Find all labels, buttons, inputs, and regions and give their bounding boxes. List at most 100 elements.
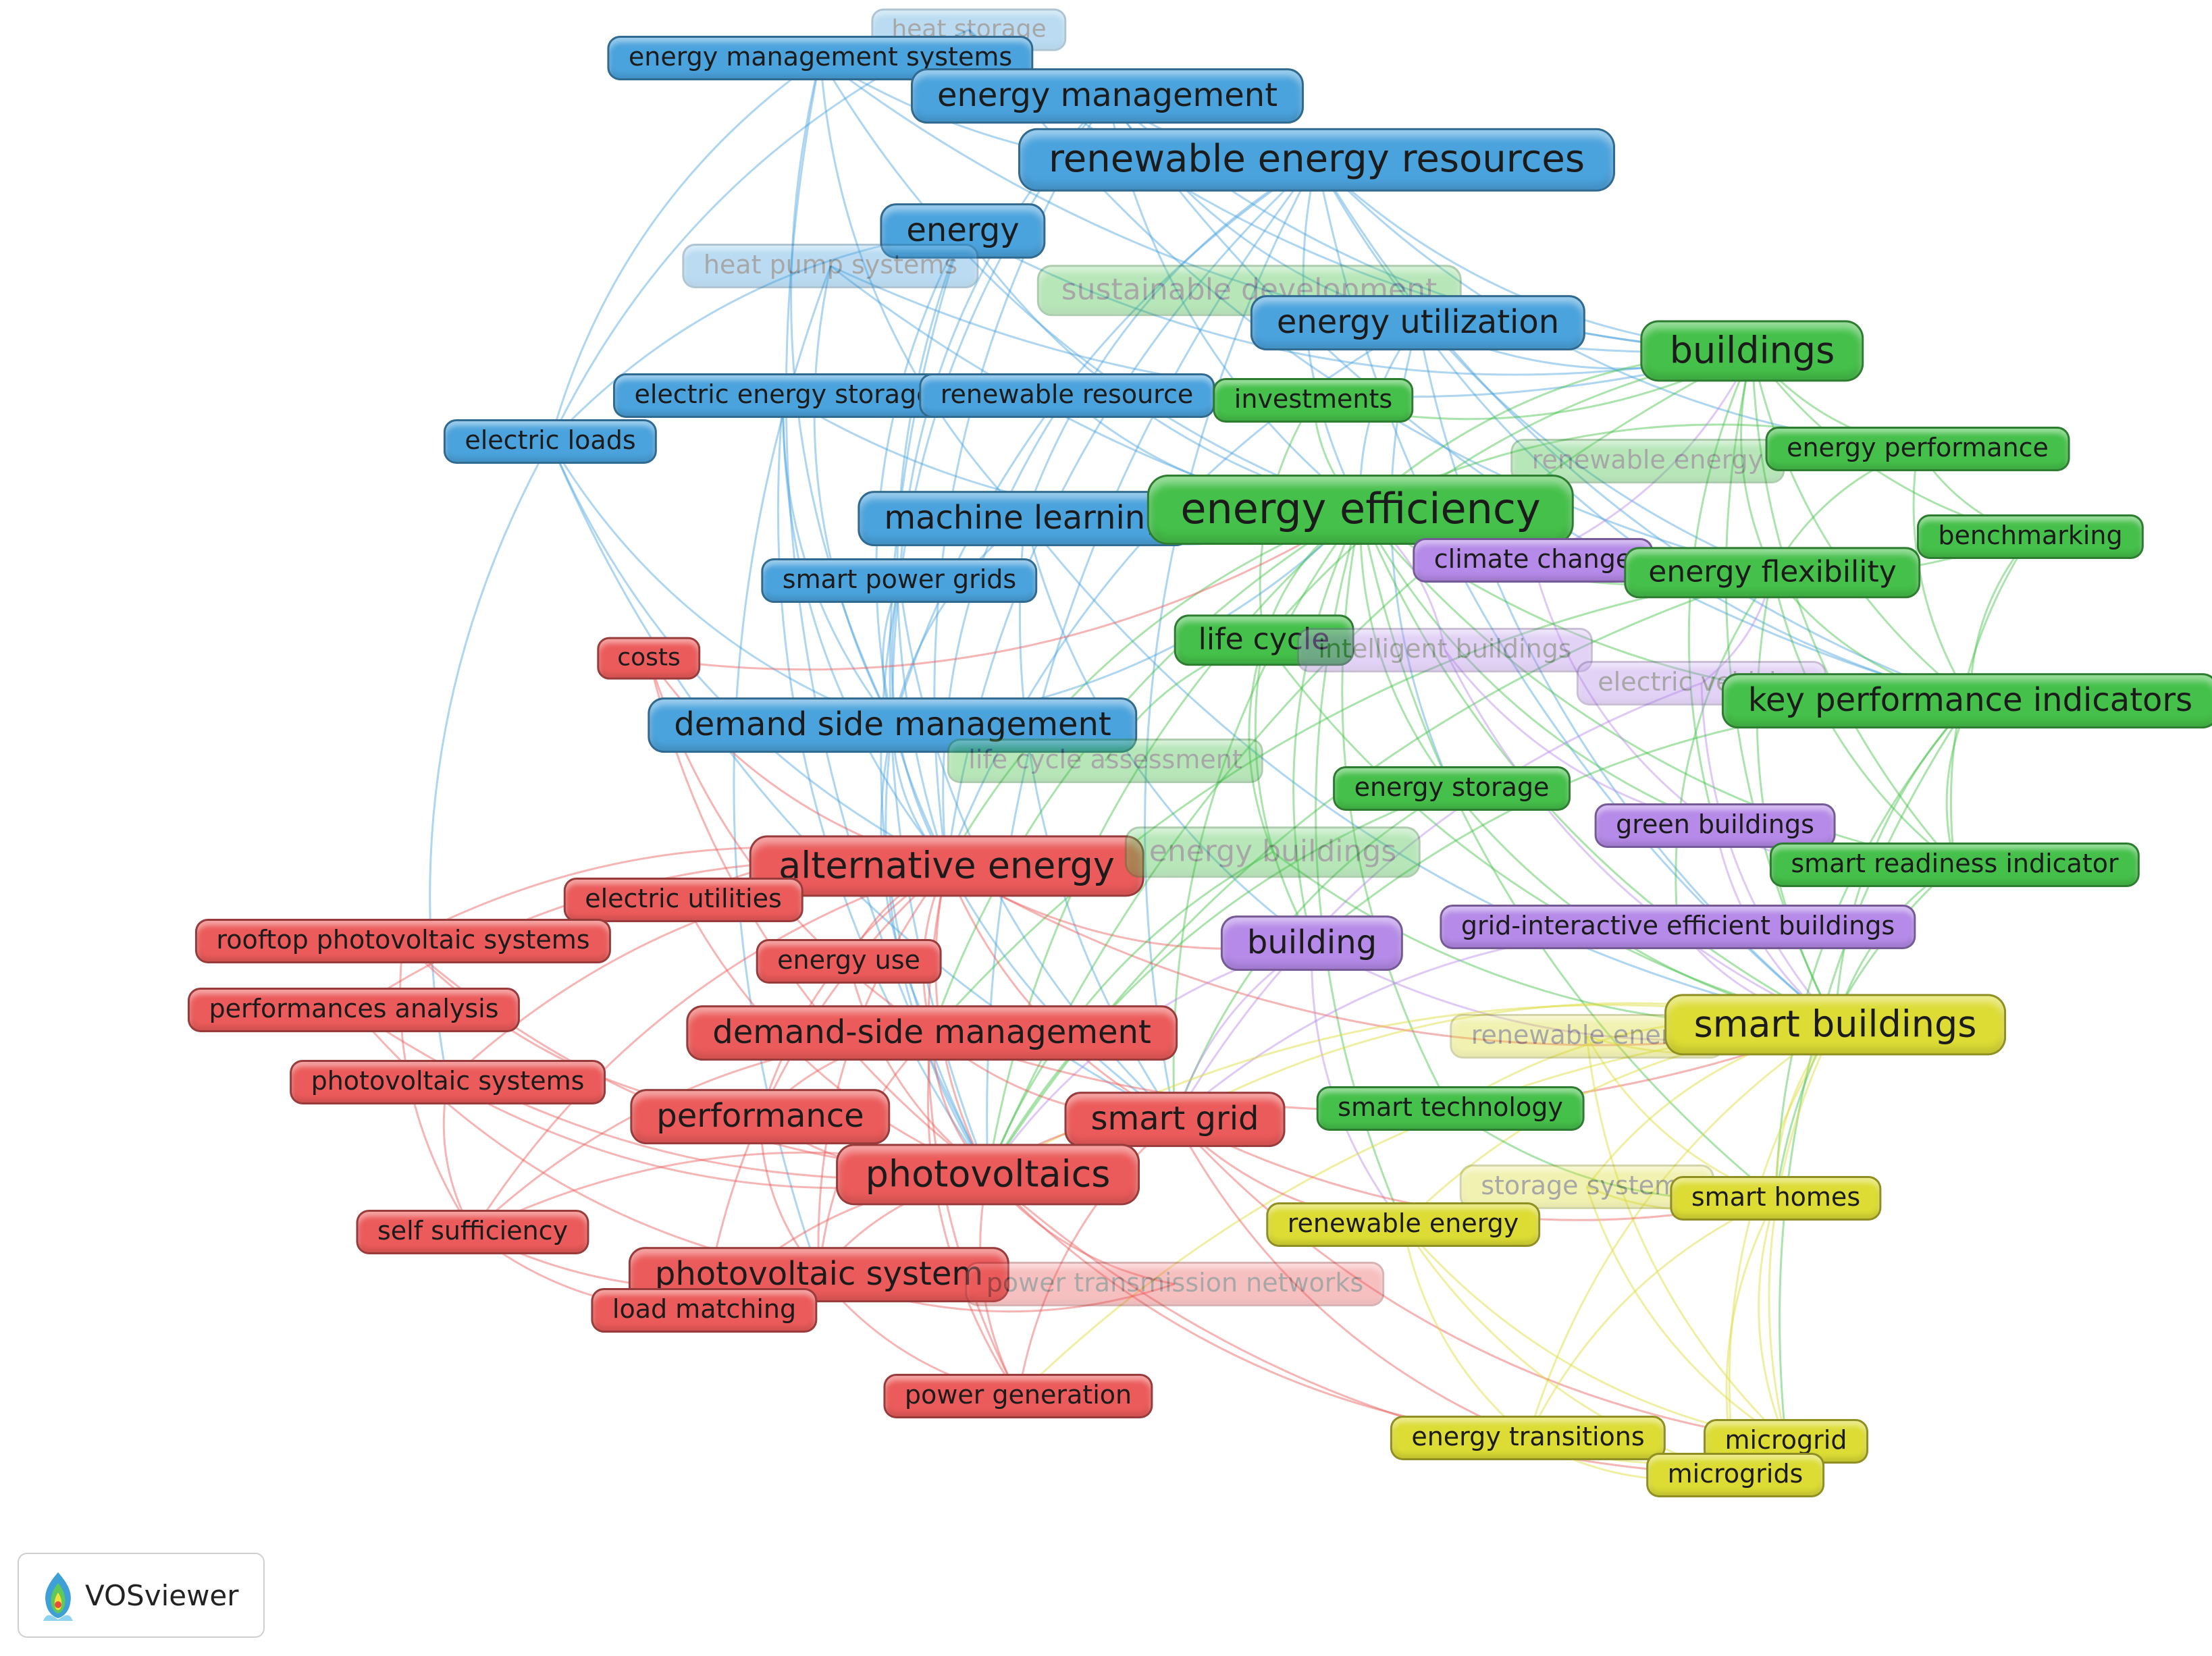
node-benchmarking[interactable]: benchmarking [1916, 514, 2144, 560]
node-energy-buildings[interactable]: energy buildings [1124, 826, 1421, 878]
node-energy-utilization[interactable]: energy utilization [1250, 295, 1586, 350]
link-renewable_resource-alternative_energy [942, 395, 1068, 867]
link-buildings-key_performance_indicators [1751, 350, 1971, 702]
link-heat_pump_systems-demand_side_management [813, 265, 894, 726]
node-demand-side-management[interactable]: demand side management [648, 697, 1138, 753]
link-demand_side_management-smart_grid [891, 724, 1176, 1121]
node-performance[interactable]: performance [630, 1089, 891, 1144]
node-smart-readiness-indicator[interactable]: smart readiness indicator [1769, 842, 2140, 888]
node-building[interactable]: building [1220, 915, 1404, 971]
link-demand_side_management_r-power_generation [926, 1032, 1020, 1397]
link-storage_systems-microgrid [1585, 1186, 1787, 1443]
link-energy-buildings [962, 230, 1753, 376]
link-energy_management_systems-buildings [820, 57, 1753, 354]
node-photovoltaics[interactable]: photovoltaics [836, 1144, 1140, 1206]
node-energy-management[interactable]: energy management [910, 68, 1305, 124]
link-smart_grid-energy_transitions [1174, 1119, 1529, 1439]
node-smart-technology[interactable]: smart technology [1316, 1086, 1585, 1131]
node-renewable-energy-resources[interactable]: renewable energy resources [1018, 128, 1615, 192]
link-renewable_energy_y2-energy_transitions [1402, 1224, 1529, 1439]
link-renewable_energy_resources-smart_grid [1144, 159, 1318, 1120]
link-electric_vehicles-smart_buildings [1700, 683, 1837, 1025]
node-electric-energy-storage[interactable]: electric energy storage [612, 373, 954, 419]
link-energy_flexibility-smart_readiness_indicator [1771, 572, 1955, 866]
node-energy-flexibility[interactable]: energy flexibility [1624, 547, 1921, 598]
vosviewer-brand-name: VOSviewer [85, 1578, 239, 1612]
node-power-generation[interactable]: power generation [883, 1373, 1153, 1419]
node-energy[interactable]: energy [880, 203, 1046, 259]
node-electric-loads[interactable]: electric loads [443, 419, 658, 464]
link-climate_change-green_buildings [1531, 560, 1716, 827]
node-life-cycle[interactable]: life cycle [1174, 614, 1354, 666]
node-life-cycle-assessment[interactable]: life cycle assessment [947, 738, 1264, 784]
node-investments[interactable]: investments [1213, 377, 1414, 423]
node-demand-side-management-r[interactable]: demand-side management [686, 1005, 1178, 1061]
node-smart-grid[interactable]: smart grid [1064, 1092, 1286, 1147]
link-smart_grid-microgrid [1174, 1118, 1787, 1443]
node-microgrids[interactable]: microgrids [1646, 1452, 1824, 1498]
node-machine-learning[interactable]: machine learning [858, 491, 1192, 546]
node-green-buildings[interactable]: green buildings [1594, 803, 1836, 849]
link-smart_homes-microgrid [1758, 1198, 1787, 1442]
link-life_cycle-energy_buildings [1248, 639, 1274, 853]
node-energy-performance[interactable]: energy performance [1765, 426, 2070, 472]
link-smart_buildings-microgrid [1768, 1024, 1837, 1442]
link-smart_buildings-microgrids [1728, 1024, 1837, 1476]
link-energy-alternative_energy [896, 230, 964, 867]
link-energy_efficiency-building [1292, 509, 1362, 944]
vosviewer-brand-badge: VOSviewer [18, 1553, 265, 1638]
link-buildings-smart_readiness_indicator [1751, 350, 1956, 865]
node-key-performance-indicators[interactable]: key performance indicators [1721, 673, 2212, 728]
link-energy_management_systems-energy_efficiency [819, 57, 1361, 511]
link-energy_performance-key_performance_indicators [1912, 448, 1972, 701]
node-photovoltaic-systems[interactable]: photovoltaic systems [290, 1059, 606, 1105]
node-smart-power-grids[interactable]: smart power grids [761, 558, 1038, 604]
link-energy_efficiency-smart_technology [1341, 509, 1452, 1109]
link-renewable_energy_resources-machine_learning [1024, 159, 1317, 519]
node-climate-change[interactable]: climate change [1413, 537, 1653, 583]
node-energy-transitions[interactable]: energy transitions [1390, 1415, 1666, 1461]
link-electric_vehicles-smart_grid [1174, 682, 1702, 1120]
node-smart-homes[interactable]: smart homes [1670, 1175, 1882, 1221]
link-energy_storage-photovoltaics [986, 787, 1452, 1175]
node-costs[interactable]: costs [597, 637, 701, 680]
link-alternative_energy-load_matching [703, 865, 947, 1311]
node-intelligent-buildings[interactable]: intelligent buildings [1296, 627, 1594, 673]
link-energy_efficiency-green_buildings [1359, 509, 1716, 827]
node-energy-storage[interactable]: energy storage [1333, 766, 1571, 811]
link-intelligent_buildings-smart_buildings [1444, 649, 1836, 1026]
node-grid-interactive-efficient-buildings[interactable]: grid-interactive efficient buildings [1440, 904, 1916, 950]
node-photovoltaic-system[interactable]: photovoltaic system [628, 1247, 1010, 1302]
node-alternative-energy[interactable]: alternative energy [749, 835, 1144, 897]
node-smart-buildings[interactable]: smart buildings [1664, 994, 2006, 1056]
node-heat-pump-systems[interactable]: heat pump systems [682, 243, 979, 289]
node-rooftop-photovoltaic-systems[interactable]: rooftop photovoltaic systems [194, 918, 612, 964]
node-renewable-energy-y2[interactable]: renewable energy [1266, 1202, 1540, 1248]
link-costs-energy_efficiency [648, 508, 1361, 671]
link-electric_energy_storage-photovoltaics [776, 395, 989, 1175]
vosviewer-logo-icon [43, 1572, 73, 1621]
link-alternative_energy-self_sufficiency [471, 865, 947, 1233]
link-smart_homes-energy_transitions [1527, 1197, 1776, 1439]
node-buildings[interactable]: buildings [1640, 320, 1864, 382]
link-energy_efficiency-energy_storage [1359, 509, 1453, 789]
link-renewable_energy_y-microgrid [1585, 1036, 1787, 1443]
link-energy_flexibility-demand_side_management_r [930, 571, 1773, 1034]
node-self-sufficiency[interactable]: self sufficiency [356, 1209, 589, 1255]
node-electric-utilities[interactable]: electric utilities [563, 877, 804, 923]
link-life_cycle-building [1254, 639, 1313, 944]
node-energy-efficiency[interactable]: energy efficiency [1147, 475, 1575, 545]
node-power-transmission-networks[interactable]: power transmission networks [965, 1261, 1385, 1307]
node-energy-use[interactable]: energy use [756, 938, 942, 984]
node-energy-management-systems[interactable]: energy management systems [607, 35, 1034, 81]
link-energy_flexibility-grid_interactive_efficient_buildings [1675, 572, 1774, 928]
node-performances-analysis[interactable]: performances analysis [187, 987, 521, 1033]
node-renewable-resource[interactable]: renewable resource [919, 373, 1215, 419]
link-energy_management_systems-machine_learning [819, 57, 1026, 520]
node-load-matching[interactable]: load matching [591, 1287, 818, 1333]
link-photovoltaics-microgrids [987, 1173, 1736, 1476]
link-energy_efficiency-smart_homes [1359, 509, 1776, 1200]
link-machine_learning-building [1024, 518, 1313, 944]
link-electric_energy_storage-alternative_energy [782, 395, 948, 867]
